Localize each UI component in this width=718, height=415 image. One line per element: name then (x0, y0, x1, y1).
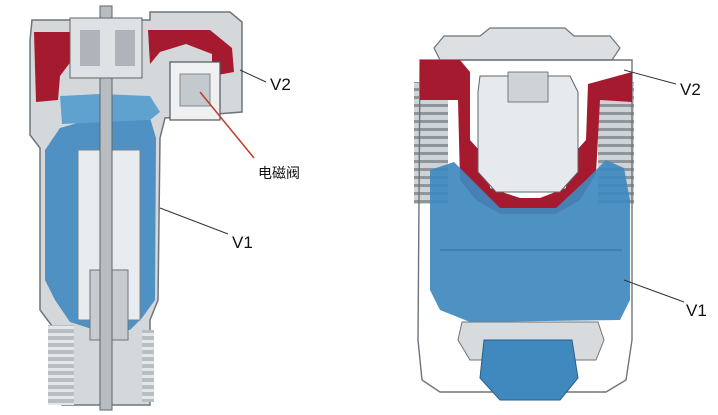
left-v2-leader-line (239, 69, 267, 83)
left-v1-label: V1 (232, 233, 253, 252)
left-air-spring-section: V2 电磁阀 V1 (29, 5, 300, 411)
right-bottom-mount (479, 339, 579, 401)
left-v1-leader-line (159, 207, 229, 235)
right-v1-chamber (430, 160, 630, 322)
left-v2-label: V2 (270, 75, 291, 94)
left-rubber-bellows-right (142, 330, 154, 402)
right-air-spring-section: V2 V1 (414, 27, 707, 401)
right-v1-label: V1 (686, 301, 707, 320)
solenoid-valve-label: 电磁阀 (258, 166, 300, 182)
right-v2-leader-line (623, 69, 677, 85)
right-center-fitting (507, 71, 549, 103)
right-v1-leader-line (623, 279, 685, 303)
right-top-cap (433, 27, 621, 61)
left-v2-chamber-a (34, 32, 72, 102)
left-mount-part-a (80, 30, 100, 66)
right-v2-label: V2 (680, 80, 701, 99)
right-outer-shell (417, 59, 633, 393)
left-piston-rod (99, 5, 113, 411)
left-solenoid-coil (179, 73, 211, 107)
right-inner-core (477, 75, 579, 193)
right-v2-chamber (420, 60, 632, 214)
solenoid-leader-line (199, 91, 255, 159)
left-mount-part-b (115, 30, 135, 66)
left-rubber-bellows (48, 325, 74, 405)
